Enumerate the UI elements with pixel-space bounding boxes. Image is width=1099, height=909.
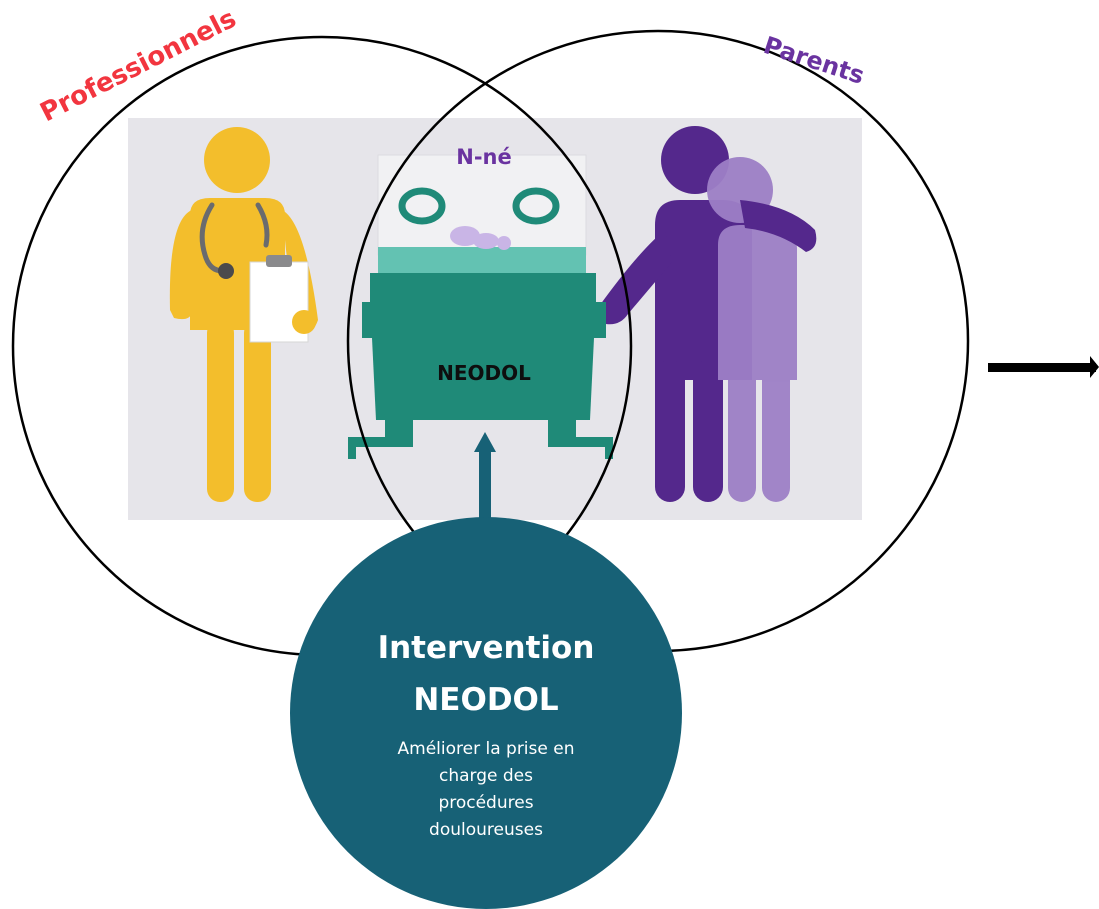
doctor-hand [292, 310, 316, 334]
baby-icon [450, 226, 511, 250]
intervention-title-line1: Intervention [378, 630, 595, 666]
parents-label: Parents [760, 31, 868, 90]
intervention-desc-line2: charge des [439, 766, 533, 786]
intervention-desc-line3: procédures [438, 793, 533, 813]
incubator-label: NEODOL [437, 361, 531, 385]
intervention-desc-line4: douloureuses [429, 820, 543, 840]
professionals-label: Professionnels [36, 4, 242, 129]
right-arrow-icon [988, 356, 1099, 378]
intervention-title-line2: NEODOL [413, 682, 558, 718]
incubator-icon [348, 187, 613, 459]
stethoscope-chestpiece [218, 263, 234, 279]
parents-figure-icon [598, 126, 817, 502]
intervention-desc-line1: Améliorer la prise en [398, 739, 575, 759]
newborn-label: N-né [456, 145, 511, 169]
intervention-circle [290, 517, 682, 909]
